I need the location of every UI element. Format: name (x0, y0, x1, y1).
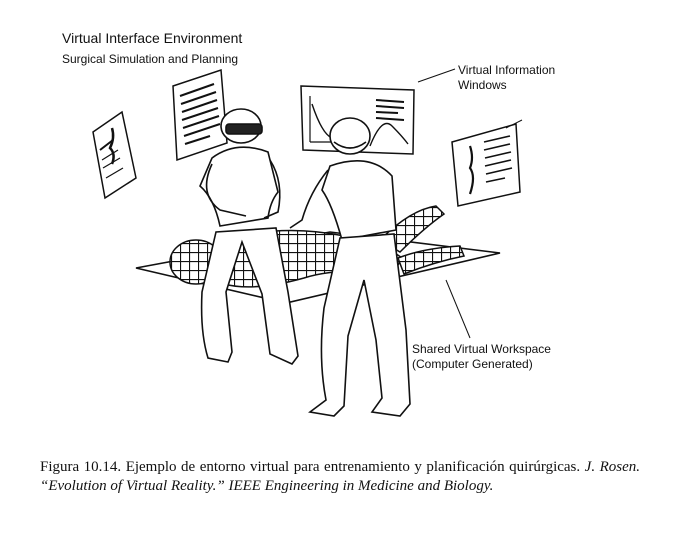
info-window-text (172, 68, 228, 162)
workspace-label-line-2: (Computer Generated) (412, 357, 533, 371)
surgical-simulation-illustration (92, 68, 523, 417)
title-line-2: Surgical Simulation and Planning (62, 52, 239, 66)
workspace-leader (445, 279, 471, 339)
info-label-line-1: Virtual Information (458, 63, 556, 77)
caption-prefix: Figura 10.14. Ejemplo de entorno virtual… (40, 459, 581, 475)
caption-author: J. Rosen. (584, 459, 640, 475)
workspace-label-line-1: Shared Virtual Workspace (412, 342, 551, 356)
figure-caption: Figura 10.14. Ejemplo de entorno virtual… (40, 458, 640, 496)
info-windows-leader (417, 68, 456, 83)
info-windows-leader-2 (505, 119, 523, 129)
caption-journal: IEEE Engineering in Medicine and Biology… (228, 478, 494, 494)
info-window-right (451, 123, 521, 207)
shared-workspace-label: Shared Virtual Workspace (Computer Gener… (412, 342, 612, 372)
info-label-line-2: Windows (458, 78, 507, 92)
info-window-left (92, 110, 137, 200)
virtual-information-windows-label: Virtual Information Windows (458, 63, 588, 93)
title-line-1: Virtual Interface Environment (62, 30, 243, 46)
surgeon-right (289, 117, 411, 417)
surgeon-left (199, 108, 299, 365)
caption-article-title: “Evolution of Virtual Reality.” (40, 478, 225, 494)
